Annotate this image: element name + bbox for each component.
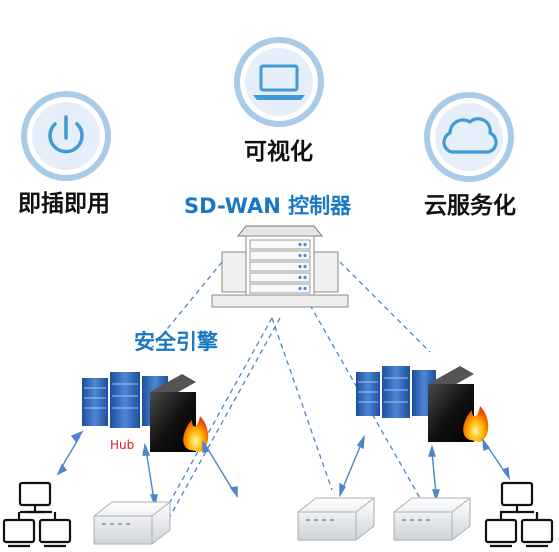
right-firewall-icon (428, 366, 489, 442)
security-engine-label: 安全引擎 (134, 330, 218, 354)
cloud-icon (424, 92, 514, 182)
edge-router-1 (93, 501, 171, 545)
link-arrows (56, 430, 510, 508)
edge-router-2 (297, 497, 375, 541)
edge-router-3 (393, 497, 471, 541)
power-icon (21, 91, 111, 181)
controller-label: SD-WAN 控制器 (184, 194, 352, 218)
controller-server (211, 225, 349, 308)
plug-and-play-label: 即插即用 (18, 191, 110, 217)
left-computer-group (2, 481, 72, 548)
right-server-cluster (356, 366, 436, 418)
laptop-icon (234, 37, 324, 127)
right-computer-group (484, 481, 554, 548)
hub-label: Hub (110, 438, 135, 452)
visualize-label: 可视化 (244, 139, 313, 165)
left-firewall-icon (150, 374, 209, 452)
cloud-service-label: 云服务化 (424, 193, 516, 219)
